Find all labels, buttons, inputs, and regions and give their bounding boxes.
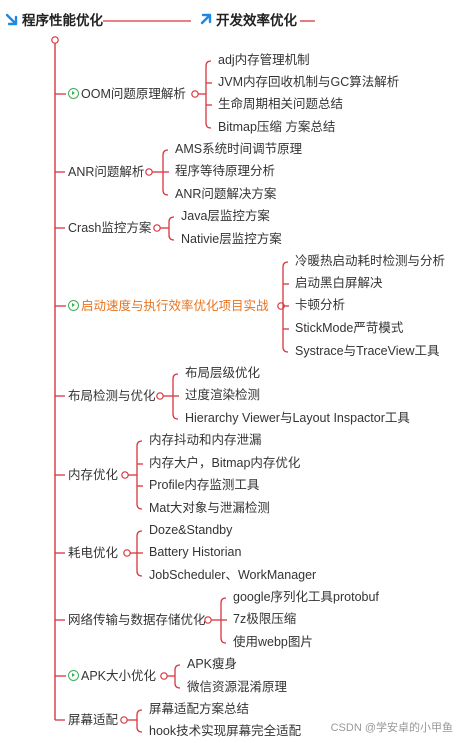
leaf-item-1-0[interactable]: AMS系统时间调节原理 xyxy=(175,142,303,156)
leaf-item-9-1[interactable]: hook技术实现屏幕完全适配 xyxy=(149,724,302,738)
branch-label-5[interactable]: 内存优化 xyxy=(68,468,119,482)
branch-collapse-toggle-7 xyxy=(204,616,212,624)
bracket-3 xyxy=(282,261,289,353)
spine-collapse-toggle xyxy=(51,36,59,44)
leaf-item-0-0[interactable]: adj内存管理机制 xyxy=(218,53,310,67)
leaf-item-4-0[interactable]: 布局层级优化 xyxy=(185,366,261,380)
arrow-icon-right xyxy=(200,13,212,25)
branch-label-4[interactable]: 布局检测与优化 xyxy=(68,389,156,403)
branch-label-9[interactable]: 屏幕适配 xyxy=(68,713,119,727)
leaf-item-0-1[interactable]: JVM内存回收机制与GC算法解析 xyxy=(218,75,400,89)
root-title-dev-efficiency[interactable]: 开发效率优化 xyxy=(216,13,297,28)
leaf-item-7-2[interactable]: 使用webp图片 xyxy=(233,635,313,649)
leaf-item-3-0[interactable]: 冷暖热启动耗时检测与分析 xyxy=(295,254,446,268)
bracket-5 xyxy=(136,440,143,510)
leaf-item-1-1[interactable]: 程序等待原理分析 xyxy=(175,164,276,178)
leaf-item-9-0[interactable]: 屏幕适配方案总结 xyxy=(149,702,250,716)
leaf-item-0-2[interactable]: 生命周期相关问题总结 xyxy=(218,97,344,111)
play-circle-icon xyxy=(68,670,79,681)
branch-label-7[interactable]: 网络传输与数据存储优化 xyxy=(68,613,206,627)
branch-label-1[interactable]: ANR问题解析 xyxy=(68,165,145,179)
leaf-item-4-1[interactable]: 过度渲染检测 xyxy=(185,388,261,402)
branch-collapse-toggle-1 xyxy=(145,168,153,176)
branch-collapse-toggle-6 xyxy=(123,549,131,557)
leaf-item-4-2[interactable]: Hierarchy Viewer与Layout Inspactor工具 xyxy=(185,411,410,425)
leaf-item-7-1[interactable]: 7z极限压缩 xyxy=(233,612,297,626)
bracket-8 xyxy=(174,664,181,689)
leaf-item-3-1[interactable]: 启动黑白屏解决 xyxy=(295,276,383,290)
branch-collapse-toggle-0 xyxy=(191,90,199,98)
branch-label-0[interactable]: OOM问题原理解析 xyxy=(81,87,186,101)
leaf-item-6-2[interactable]: JobScheduler、WorkManager xyxy=(149,568,317,582)
root-title-program-performance[interactable]: 程序性能优化 xyxy=(22,13,103,28)
branch-label-3[interactable]: 启动速度与执行效率优化项目实战 xyxy=(81,299,269,313)
leaf-item-2-1[interactable]: Nativie层监控方案 xyxy=(181,232,282,246)
play-circle-icon xyxy=(68,88,79,99)
leaf-item-6-0[interactable]: Doze&Standby xyxy=(149,523,233,537)
leaf-item-3-2[interactable]: 卡顿分析 xyxy=(295,298,346,312)
branch-collapse-toggle-9 xyxy=(120,716,128,724)
watermark: CSDN @学安卓的小甲鱼 xyxy=(330,722,453,734)
leaf-item-1-2[interactable]: ANR问题解决方案 xyxy=(175,187,277,201)
branch-collapse-toggle-2 xyxy=(153,224,161,232)
leaf-item-0-3[interactable]: Bitmap压缩 方案总结 xyxy=(218,120,336,134)
bracket-0 xyxy=(205,60,212,129)
leaf-item-6-1[interactable]: Battery Historian xyxy=(149,545,242,559)
bracket-9 xyxy=(136,709,143,733)
leaf-item-7-0[interactable]: google序列化工具protobuf xyxy=(233,590,379,604)
branch-collapse-toggle-8 xyxy=(160,672,168,680)
branch-label-8[interactable]: APK大小优化 xyxy=(81,669,157,683)
branch-label-6[interactable]: 耗电优化 xyxy=(68,546,119,560)
branch-collapse-toggle-5 xyxy=(121,471,129,479)
leaf-item-8-0[interactable]: APK瘦身 xyxy=(187,657,238,671)
leaf-item-2-0[interactable]: Java层监控方案 xyxy=(181,209,270,223)
branch-label-2[interactable]: Crash监控方案 xyxy=(68,221,152,235)
leaf-item-5-2[interactable]: Profile内存监测工具 xyxy=(149,478,260,492)
bracket-2 xyxy=(168,216,175,241)
branch-collapse-toggle-4 xyxy=(156,392,164,400)
leaf-item-3-3[interactable]: StickMode严苛模式 xyxy=(295,321,404,335)
play-circle-icon xyxy=(68,300,79,311)
leaf-item-8-1[interactable]: 微信资源混淆原理 xyxy=(187,680,288,694)
leaf-item-5-1[interactable]: 内存大户，Bitmap内存优化 xyxy=(149,456,301,470)
leaf-item-3-4[interactable]: Systrace与TraceView工具 xyxy=(295,344,440,358)
leaf-item-5-0[interactable]: 内存抖动和内存泄漏 xyxy=(149,433,262,447)
arrow-icon-left xyxy=(5,13,18,26)
leaf-item-5-3[interactable]: Mat大对象与泄漏检测 xyxy=(149,501,270,515)
